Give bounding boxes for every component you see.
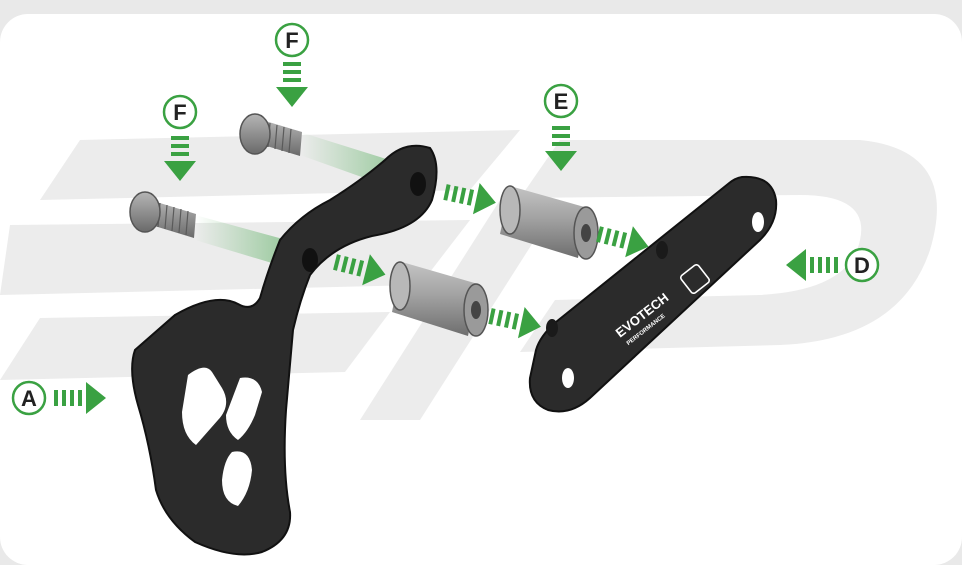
callout-a-letter: A [21,386,37,411]
callout-f-lower-letter: F [173,100,186,125]
plate-hole-bottom [562,368,574,388]
bolt-upper [239,113,302,156]
plate-logo-emblem-icon [679,263,711,295]
spacer-upper [499,185,599,260]
bolt-lower [129,191,196,238]
bracket-hole-upper [410,172,426,196]
bracket-cutout-lower [226,377,262,440]
main-bracket [131,144,438,556]
callout-f-upper-letter: F [285,28,298,53]
spacer-lower [389,261,489,337]
bracket-cutout-upper [182,367,227,445]
callout-e-letter: E [554,89,569,114]
plate-stud-bottom [546,319,558,337]
plate-hole-top [752,212,764,232]
callout-a: A [11,380,106,416]
callout-f-upper: F [274,22,310,107]
callout-d-letter: D [854,253,870,278]
mount-plate [528,175,778,413]
callout-f-lower: F [162,94,198,181]
plate-stud-top [656,241,668,259]
callout-e: E [543,83,579,171]
callout-d: D [786,247,880,283]
bracket-hole-lower [302,248,318,272]
bracket-cutout-bottom [222,451,252,506]
